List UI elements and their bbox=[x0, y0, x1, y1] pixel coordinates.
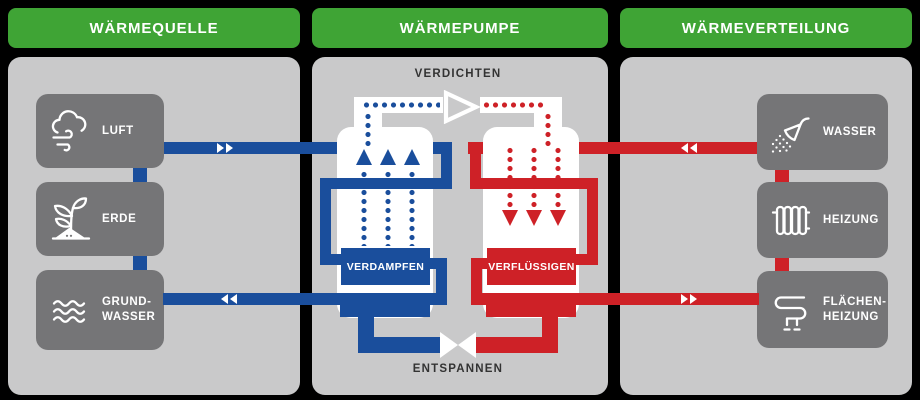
cloud-wind-icon bbox=[51, 110, 87, 152]
expansion-valve-left-icon bbox=[440, 332, 458, 358]
grundwasser-label-line2: WASSER bbox=[102, 311, 156, 323]
flaechenheizung-label-line1: FLÄCHEN- bbox=[823, 295, 887, 308]
pipe-evaporator-inlet bbox=[320, 254, 342, 265]
flow-arrows-right-icon bbox=[217, 143, 233, 153]
refrigerant-arrow-down-icon bbox=[502, 210, 518, 226]
refrigerant-arrow-down-icon bbox=[526, 210, 542, 226]
source-box-luft-label: LUFT bbox=[102, 124, 134, 137]
distribution-box-heizung-label: HEIZUNG bbox=[823, 213, 879, 226]
refrigerant-arrow-up-icon bbox=[356, 149, 372, 165]
expansion-valve-right-icon bbox=[458, 332, 476, 358]
process-label-entspannen: ENTSPANNEN bbox=[412, 363, 504, 375]
pipe-wasser-heizung-connector bbox=[775, 168, 789, 184]
pipe-condenser-base bbox=[486, 305, 576, 317]
distribution-box-wasser: WASSER bbox=[757, 94, 888, 170]
sprout-plant-icon bbox=[51, 197, 91, 240]
distribution-box-wasser-label: WASSER bbox=[823, 125, 877, 138]
evaporator-dots-column bbox=[361, 170, 367, 246]
pipe-condenser-wrap-right bbox=[587, 178, 598, 265]
shower-icon bbox=[771, 117, 810, 153]
underfloor-heating-coil-icon bbox=[774, 295, 807, 331]
refrigerant-arrow-up-icon bbox=[380, 149, 396, 165]
source-box-grundwasser: GRUND- WASSER bbox=[36, 270, 164, 350]
pipe-evaporator-wrap-top bbox=[320, 178, 452, 189]
source-box-luft: LUFT bbox=[36, 94, 164, 168]
pipe-evaporator-outlet-elbow bbox=[436, 258, 447, 305]
groundwater-waves-icon bbox=[52, 300, 86, 323]
flow-arrows-left-icon bbox=[681, 143, 697, 153]
pipe-condenser-outlet-elbow bbox=[471, 258, 482, 305]
refrigerant-dots-hot-downpipe bbox=[545, 112, 551, 148]
distribution-box-heizung: HEIZUNG bbox=[757, 182, 888, 258]
pipe-erde-grundwasser-connector bbox=[133, 254, 147, 272]
process-label-verdampfen: VERDAMPFEN bbox=[341, 248, 430, 285]
radiator-icon bbox=[771, 205, 811, 236]
header-waermequelle: WÄRMEQUELLE bbox=[8, 8, 300, 48]
evaporator-dots-column bbox=[409, 170, 415, 246]
source-box-erde-label: ERDE bbox=[102, 212, 137, 225]
refrigerant-dots-cold-riser bbox=[365, 112, 371, 148]
refrigerant-arrow-up-icon bbox=[404, 149, 420, 165]
pipe-distribution-supply bbox=[471, 293, 759, 305]
pipe-source-supply-elbow bbox=[441, 142, 452, 189]
compressor-triangle-icon bbox=[443, 90, 481, 124]
header-waermepumpe: WÄRMEPUMPE bbox=[312, 8, 608, 48]
grundwasser-label-line1: GRUND- bbox=[102, 296, 152, 309]
flow-arrows-right-icon bbox=[681, 294, 697, 304]
pipe-evaporator-base bbox=[340, 305, 430, 317]
pipe-expansion-to-evaporator-horizontal bbox=[358, 337, 442, 353]
process-label-verfluessigen: VERFLÜSSIGEN bbox=[487, 248, 576, 285]
pipe-source-return bbox=[163, 293, 447, 305]
pipe-heizung-flaechenheizung-connector bbox=[775, 256, 789, 273]
flaechenheizung-label-line2: HEIZUNG bbox=[823, 310, 879, 323]
flow-arrows-left-icon bbox=[221, 294, 237, 304]
pipe-luft-erde-connector bbox=[133, 166, 147, 184]
process-label-verdichten: VERDICHTEN bbox=[414, 68, 502, 80]
pipe-condenser-wrap-top bbox=[470, 178, 598, 189]
evaporator-dots-column bbox=[385, 170, 391, 246]
source-box-grundwasser-label: GRUND- WASSER bbox=[102, 295, 155, 325]
pipe-distribution-return-elbow bbox=[470, 142, 481, 189]
pipe-condenser-to-expansion-horizontal bbox=[474, 337, 558, 353]
pipe-condenser-inlet bbox=[576, 254, 598, 265]
distribution-box-flaechenheizung-label: FLÄCHEN- HEIZUNG bbox=[823, 295, 887, 325]
distribution-box-flaechenheizung: FLÄCHEN- HEIZUNG bbox=[757, 271, 888, 348]
pipe-evaporator-wrap-left bbox=[320, 178, 331, 265]
refrigerant-arrow-down-icon bbox=[550, 210, 566, 226]
refrigerant-dots-hot-horizontal bbox=[482, 102, 546, 108]
header-waermeverteilung: WÄRMEVERTEILUNG bbox=[620, 8, 912, 48]
source-box-erde: ERDE bbox=[36, 182, 164, 256]
refrigerant-dots-cold-horizontal bbox=[362, 102, 440, 108]
